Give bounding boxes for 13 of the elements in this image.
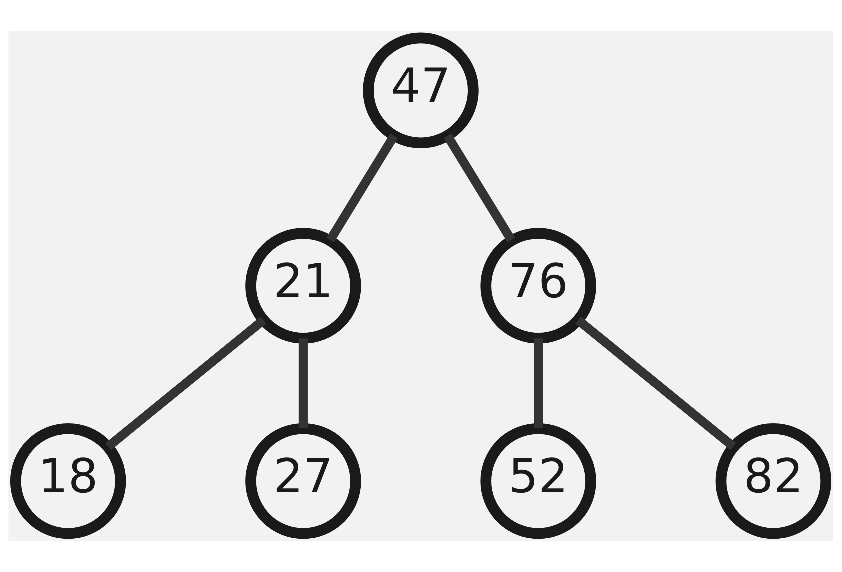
node-circle: 21 (246, 228, 362, 344)
node-circle: 52 (480, 423, 596, 540)
connector (534, 338, 544, 428)
node-circle: 18 (10, 423, 126, 540)
connector (326, 134, 398, 243)
connector (444, 134, 516, 243)
connector (298, 338, 308, 428)
connector (576, 316, 736, 450)
node-circle: 47 (363, 32, 479, 149)
node-circle: 76 (480, 228, 596, 344)
node-circle: 82 (716, 423, 832, 540)
node-circle: 27 (246, 423, 362, 540)
connector (106, 316, 266, 450)
